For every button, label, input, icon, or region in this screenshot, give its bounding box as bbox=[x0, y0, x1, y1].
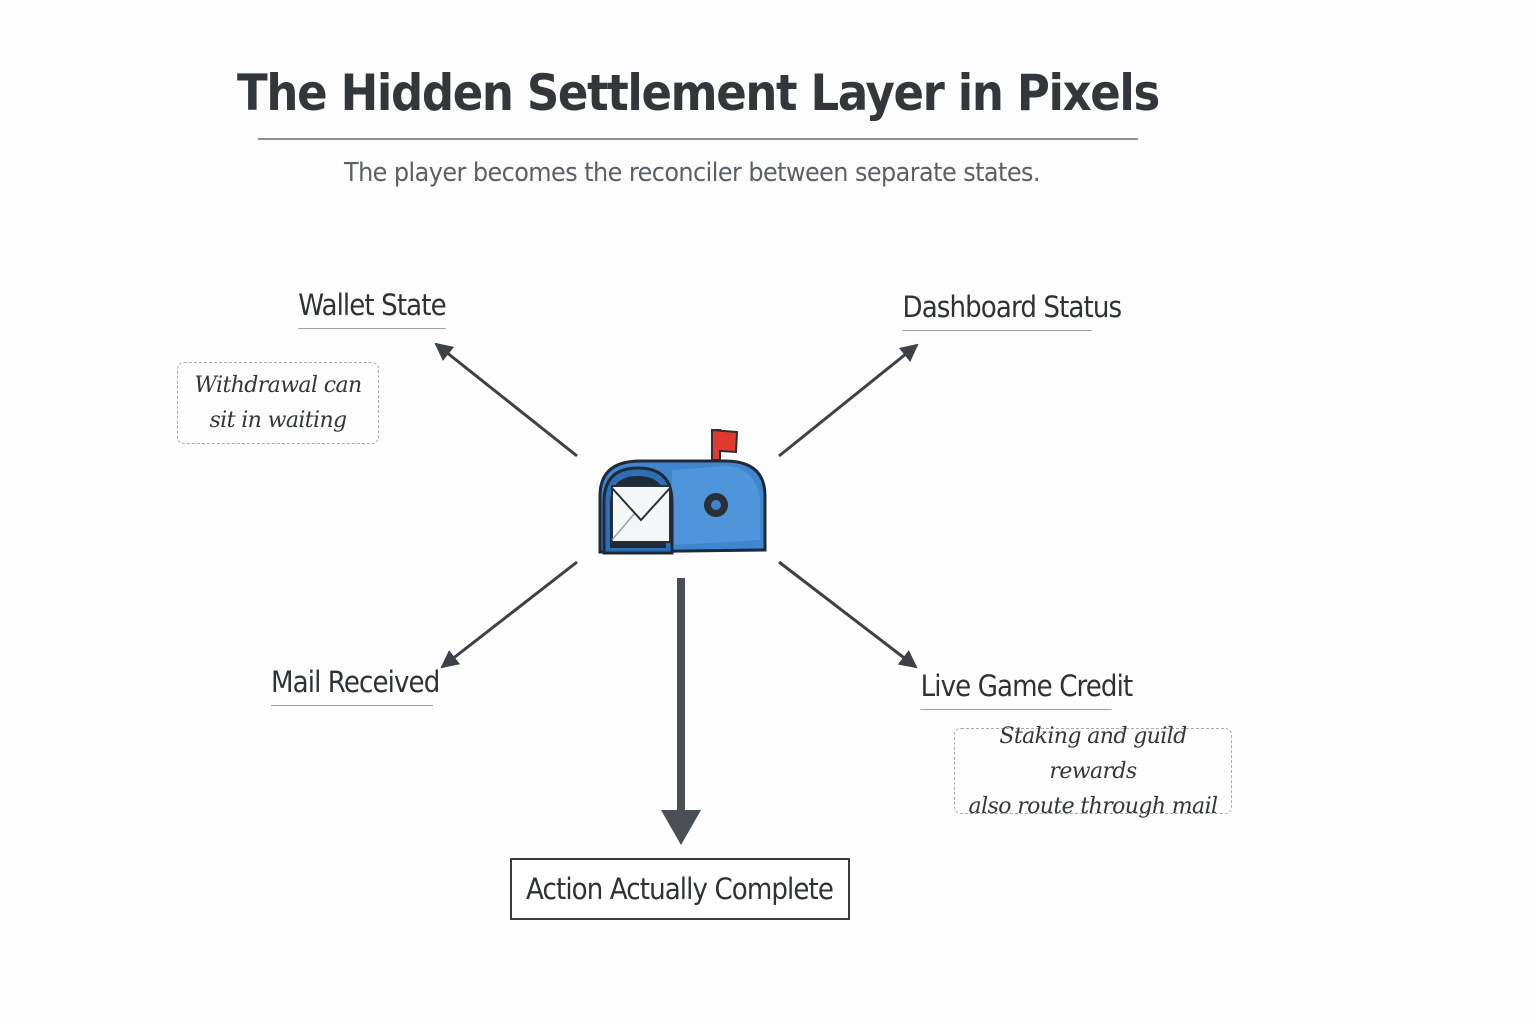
final-action-box: Action Actually Complete bbox=[510, 858, 850, 920]
arrow-to-final-action-head bbox=[661, 810, 701, 845]
node-mail-received: Mail Received bbox=[271, 665, 440, 706]
note-line: Withdrawal can bbox=[194, 373, 362, 398]
arrow-to-dashboard-status bbox=[778, 343, 919, 458]
note-withdrawal-waiting: Withdrawal can sit in waiting bbox=[177, 362, 379, 444]
node-dashboard-status: Dashboard Status bbox=[902, 290, 1122, 331]
note-rewards-route: Staking and guild rewards also route thr… bbox=[954, 724, 1232, 819]
node-wallet-state: Wallet State bbox=[298, 288, 447, 329]
arrow-to-wallet-state bbox=[434, 342, 578, 458]
arrow-to-live-game-credit bbox=[778, 560, 918, 669]
note-line: sit in waiting bbox=[209, 408, 347, 433]
arrow-to-mail-received bbox=[440, 560, 578, 669]
page-title: The Hidden Settlement Layer in Pixels bbox=[237, 64, 1160, 122]
note-line: Staking and guild rewards bbox=[999, 723, 1187, 784]
page-subtitle: The player becomes the reconciler betwee… bbox=[344, 158, 1041, 188]
mailbox-icon bbox=[598, 428, 767, 555]
node-live-game-credit: Live Game Credit bbox=[920, 669, 1133, 710]
title-divider bbox=[258, 138, 1138, 140]
arrow-to-final-action bbox=[677, 578, 685, 813]
final-action-label: Action Actually Complete bbox=[526, 872, 835, 906]
note-line: also route through mail bbox=[968, 793, 1219, 819]
